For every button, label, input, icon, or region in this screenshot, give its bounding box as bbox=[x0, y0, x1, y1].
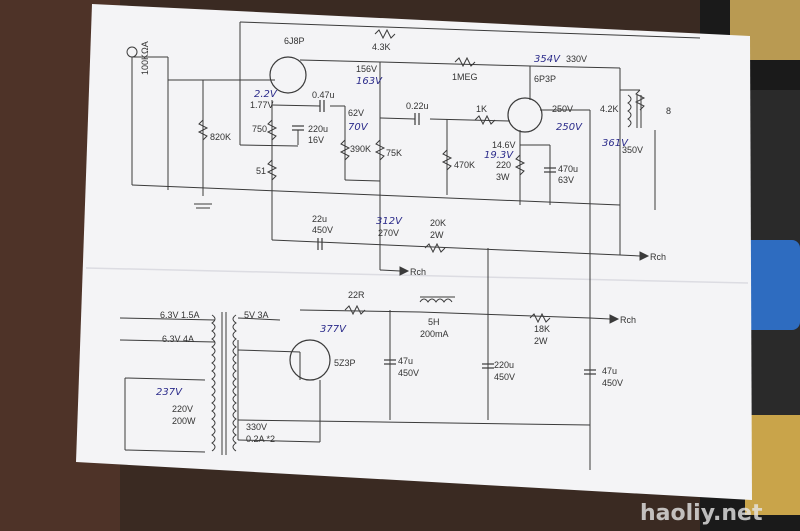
blue-capacitor bbox=[740, 240, 800, 330]
cap-450v-label-2: 450V bbox=[398, 368, 419, 378]
resistor-820k-label: 820K bbox=[210, 132, 231, 142]
voltage-70-label: 70V bbox=[348, 122, 369, 133]
voltage-377-label: 377V bbox=[320, 324, 347, 335]
voltage-156-label: 156V bbox=[356, 64, 377, 74]
tube-6p3p bbox=[507, 97, 543, 133]
pot-label: 100KΩA bbox=[140, 41, 150, 75]
cap-220u-label: 220u bbox=[308, 124, 328, 134]
cap-470u-label: 470u bbox=[558, 164, 578, 174]
voltage-62-label: 62V bbox=[348, 108, 364, 118]
resistor-220-label: 220 bbox=[496, 160, 511, 170]
resistor-20k-label: 20K bbox=[430, 218, 446, 228]
resistor-75k-label: 75K bbox=[386, 148, 402, 158]
voltage-237-label: 237V bbox=[156, 387, 183, 398]
cap-22u-label: 22u bbox=[312, 214, 327, 224]
voltage-330-label: 330V bbox=[566, 54, 587, 64]
paper-sheet bbox=[76, 4, 752, 500]
voltage-270-label: 270V bbox=[378, 228, 399, 238]
resistor-51-label: 51 bbox=[256, 166, 266, 176]
speaker-label: 8 bbox=[666, 106, 671, 116]
tube-5z3p bbox=[289, 339, 331, 381]
rch-label-3: Rch bbox=[620, 315, 636, 325]
choke-200ma-label: 200mA bbox=[420, 329, 449, 339]
voltage-350-label: 350V bbox=[622, 145, 643, 155]
cap-450v-label-1: 450V bbox=[312, 225, 333, 235]
cap-450v-label-4: 450V bbox=[602, 378, 623, 388]
resistor-18k-label: 18K bbox=[534, 324, 550, 334]
tap-63v-4a-label: 6.3V 4A bbox=[162, 334, 194, 344]
cap-047u-label: 0.47u bbox=[312, 90, 335, 100]
gold-capacitor bbox=[745, 415, 800, 515]
paper-fold bbox=[85, 267, 749, 284]
voltage-14-6-label: 14.6V bbox=[492, 140, 516, 150]
choke-5h-label: 5H bbox=[428, 317, 440, 327]
tube2-label: 6P3P bbox=[534, 74, 556, 84]
cap-220u-label-2: 220u bbox=[494, 360, 514, 370]
voltage-361-label: 361V bbox=[602, 138, 629, 149]
watermark: haoliy.net bbox=[640, 501, 763, 526]
resistor-43k-label: 4.3K bbox=[372, 42, 391, 52]
capacitors bbox=[292, 100, 596, 375]
resistor-390k-label: 390K bbox=[350, 144, 371, 154]
secondary-330v-label: 330V bbox=[246, 422, 267, 432]
tube1-grid-voltage: 2.2V bbox=[254, 89, 278, 100]
mains-220v-label: 220V bbox=[172, 404, 193, 414]
cap-022u-label: 0.22u bbox=[406, 101, 429, 111]
rch-label-1: Rch bbox=[410, 267, 426, 277]
tap-63v-15a-label: 6.3V 1.5A bbox=[160, 310, 200, 320]
resistors bbox=[197, 28, 646, 324]
tube1-label: 6J8P bbox=[284, 36, 305, 46]
cap-47u-label-2: 47u bbox=[602, 366, 617, 376]
mains-200w-label: 200W bbox=[172, 416, 196, 426]
resistor-42k-label: 4.2K bbox=[600, 104, 619, 114]
ground-symbols bbox=[194, 203, 212, 209]
transformers bbox=[211, 94, 642, 455]
cap-63v-label: 63V bbox=[558, 175, 574, 185]
cap-16v-label: 16V bbox=[308, 135, 324, 145]
resistor-2w-label-2: 2W bbox=[534, 336, 548, 346]
resistor-750-label: 750 bbox=[252, 124, 267, 134]
tap-5v-3a-label: 5V 3A bbox=[244, 310, 269, 320]
voltage-19-3-label: 19.3V bbox=[484, 150, 514, 161]
secondary-02a-label: 0.2A *2 bbox=[246, 434, 275, 444]
cap-47u-label-1: 47u bbox=[398, 356, 413, 366]
tube-6j8p bbox=[269, 56, 307, 94]
rch-label-2: Rch bbox=[650, 252, 666, 262]
tube1-cathode-voltage: 1.77V bbox=[250, 100, 274, 110]
resistor-2w-label-1: 2W bbox=[430, 230, 444, 240]
cap-450v-label-3: 450V bbox=[494, 372, 515, 382]
voltage-163-label: 163V bbox=[356, 76, 383, 87]
resistor-470k-label: 470K bbox=[454, 160, 475, 170]
arrows bbox=[399, 251, 650, 324]
resistor-22r-label: 22R bbox=[348, 290, 365, 300]
voltage-354-label: 354V bbox=[534, 54, 561, 65]
resistor-1k-label: 1K bbox=[476, 104, 487, 114]
resistor-1meg-label: 1MEG bbox=[452, 72, 478, 82]
voltage-250-handwritten: 250V bbox=[556, 122, 583, 133]
voltage-250-label: 250V bbox=[552, 104, 573, 114]
resistor-3w-label: 3W bbox=[496, 172, 510, 182]
rectifier-tube-label: 5Z3P bbox=[334, 358, 356, 368]
voltage-312-label: 312V bbox=[376, 216, 403, 227]
